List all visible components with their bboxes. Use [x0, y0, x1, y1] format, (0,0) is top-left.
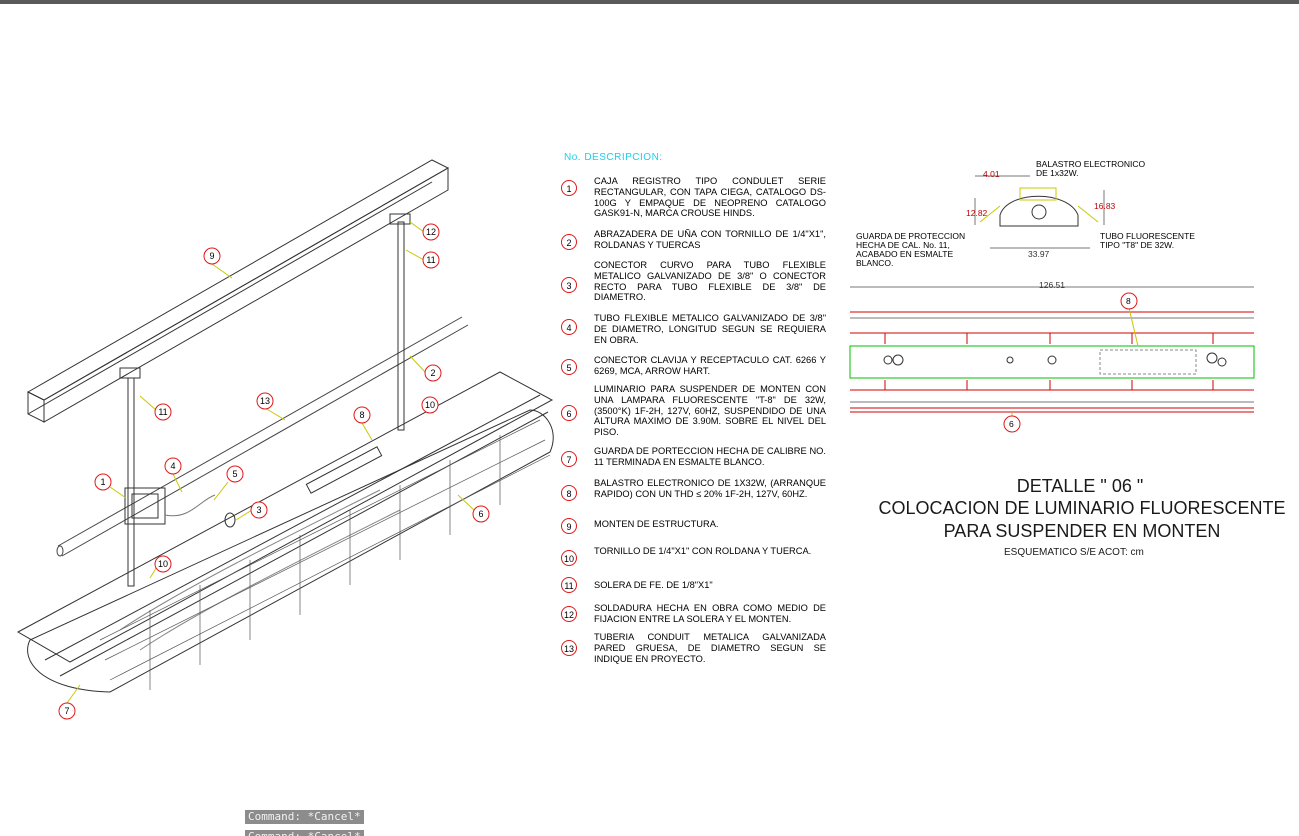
- label-tubo: TUBO FLUORESCENTE TIPO "T8" DE 32W.: [1100, 231, 1195, 250]
- legend-text-4: TUBO FLEXIBLE METALICO GALVANIZADO DE 3/…: [594, 313, 826, 345]
- legend-text-3: CONECTOR CURVO PARA TUBO FLEXIBLE METALI…: [594, 260, 826, 303]
- legend-text-6: LUMINARIO PARA SUSPENDER DE MONTEN CON U…: [594, 384, 826, 438]
- dim-top: 4.01: [983, 169, 1000, 179]
- callout-11a: 11: [405, 249, 440, 269]
- legend-text-1: CAJA REGISTRO TIPO CONDULET SERIE RECTAN…: [594, 176, 826, 219]
- conduit-tube: [56, 316, 469, 557]
- callout-9: 9: [203, 247, 233, 279]
- callout-2: 2: [409, 355, 442, 382]
- cross-section-detail: [974, 175, 1105, 249]
- callout-7: 7: [58, 684, 81, 720]
- callout-4: 4: [164, 457, 183, 493]
- legend-num-12: 12: [561, 606, 577, 622]
- legend-num-10: 10: [561, 550, 577, 566]
- svg-text:1: 1: [100, 477, 105, 487]
- command-line-2[interactable]: Command: *Cancel*: [245, 830, 364, 836]
- hangers: [119, 213, 411, 587]
- svg-text:11: 11: [158, 407, 167, 417]
- detail-subtitle-2: PARA SUSPENDER EN MONTEN: [943, 521, 1221, 541]
- callout-10b: 10: [149, 555, 172, 579]
- legend-num-7: 7: [561, 451, 577, 467]
- svg-text:10: 10: [425, 400, 435, 410]
- svg-text:3: 3: [256, 505, 261, 515]
- plan-callout-8: [1120, 292, 1139, 347]
- svg-text:7: 7: [64, 706, 69, 716]
- legend-num-5: 5: [561, 359, 577, 375]
- legend-num-6: 6: [561, 405, 577, 421]
- svg-text:2: 2: [430, 368, 435, 378]
- legend-text-12: SOLDADURA HECHA EN OBRA COMO MEDIO DE FI…: [594, 603, 826, 624]
- window-top-bar: [0, 0, 1299, 4]
- plan-callout-8-text: 8: [1126, 296, 1131, 306]
- callout-12: 12: [409, 221, 440, 241]
- callout-10a: 10: [421, 396, 439, 414]
- dim-length: 126.51: [1039, 280, 1065, 290]
- legend-num-13: 13: [561, 640, 577, 656]
- junction-box: [124, 487, 236, 528]
- callout-11b: 11: [139, 395, 172, 421]
- legend-num-3: 3: [561, 277, 577, 293]
- svg-text:4: 4: [170, 461, 175, 471]
- svg-text:5: 5: [232, 469, 237, 479]
- svg-text:8: 8: [359, 410, 364, 420]
- command-line-1[interactable]: Command: *Cancel*: [245, 810, 364, 824]
- legend-text-7: GUARDA DE PORTECCION HECHA DE CALIBRE No…: [594, 446, 826, 467]
- callout-3: 3: [235, 501, 268, 521]
- detail-subtitle-1: COLOCACION DE LUMINARIO FLUORESCENTE: [878, 498, 1286, 518]
- callout-6: 6: [457, 494, 490, 523]
- callout-13: 13: [256, 392, 286, 421]
- dim-right: 16.83: [1094, 201, 1116, 211]
- plan-view: [849, 286, 1255, 433]
- svg-text:10: 10: [158, 559, 168, 569]
- dim-bottom: 33.97: [1028, 249, 1050, 259]
- label-balastro: BALASTRO ELECTRONICO DE 1x32W.: [1036, 159, 1146, 178]
- legend-text-5: CONECTOR CLAVIJA Y RECEPTACULO CAT. 6266…: [594, 355, 826, 376]
- monten-beam: [26, 159, 450, 423]
- luminaire-body: [16, 371, 554, 693]
- lamp-guard-mesh: [99, 419, 551, 690]
- legend-num-11: 11: [561, 577, 577, 593]
- legend-num-8: 8: [561, 485, 577, 501]
- legend-num-9: 9: [561, 518, 577, 534]
- legend-text-10: TORNILLO DE 1/4"x1" CON ROLDANA Y TUERCA…: [594, 546, 812, 556]
- legend-text-2: ABRAZADERA DE UÑA CON TORNILLO DE 1/4"x1…: [594, 229, 826, 250]
- plan-callout-6: [1003, 413, 1021, 433]
- legend-num-4: 4: [561, 319, 577, 335]
- svg-text:6: 6: [478, 509, 483, 519]
- legend-num-1: 1: [561, 180, 577, 196]
- scale-note: ESQUEMATICO S/E ACOT: cm: [1004, 547, 1144, 558]
- legend-text-13: TUBERIA CONDUIT METALICA GALVANIZADA PAR…: [594, 632, 826, 664]
- svg-text:12: 12: [426, 227, 436, 237]
- legend-text-8: BALASTRO ELECTRONICO DE 1x32W, (ARRANQUE…: [594, 478, 826, 499]
- legend-num-2: 2: [561, 234, 577, 250]
- legend-header: No. DESCRIPCION:: [564, 152, 663, 163]
- iso-callouts: 9 12 11 2 13 11 8 10 6 4 5 1 3 10 7: [58, 221, 490, 720]
- svg-text:11: 11: [426, 255, 435, 265]
- label-guarda: GUARDA DE PROTECCION HECHA DE CAL. No. 1…: [856, 231, 966, 268]
- svg-text:9: 9: [209, 251, 214, 261]
- callout-5: 5: [213, 465, 244, 501]
- detail-title: DETALLE " 06 ": [1016, 476, 1144, 496]
- legend-text-11: SOLERA DE Fe. DE 1/8"x1": [594, 580, 713, 590]
- svg-text:13: 13: [260, 396, 270, 406]
- legend-text-9: MONTEN DE ESTRUCTURA.: [594, 519, 719, 529]
- dim-left: 12.82: [966, 208, 988, 218]
- plan-callout-6-text: 6: [1009, 419, 1014, 429]
- callout-1: 1: [94, 473, 127, 499]
- callout-8: 8: [353, 406, 373, 441]
